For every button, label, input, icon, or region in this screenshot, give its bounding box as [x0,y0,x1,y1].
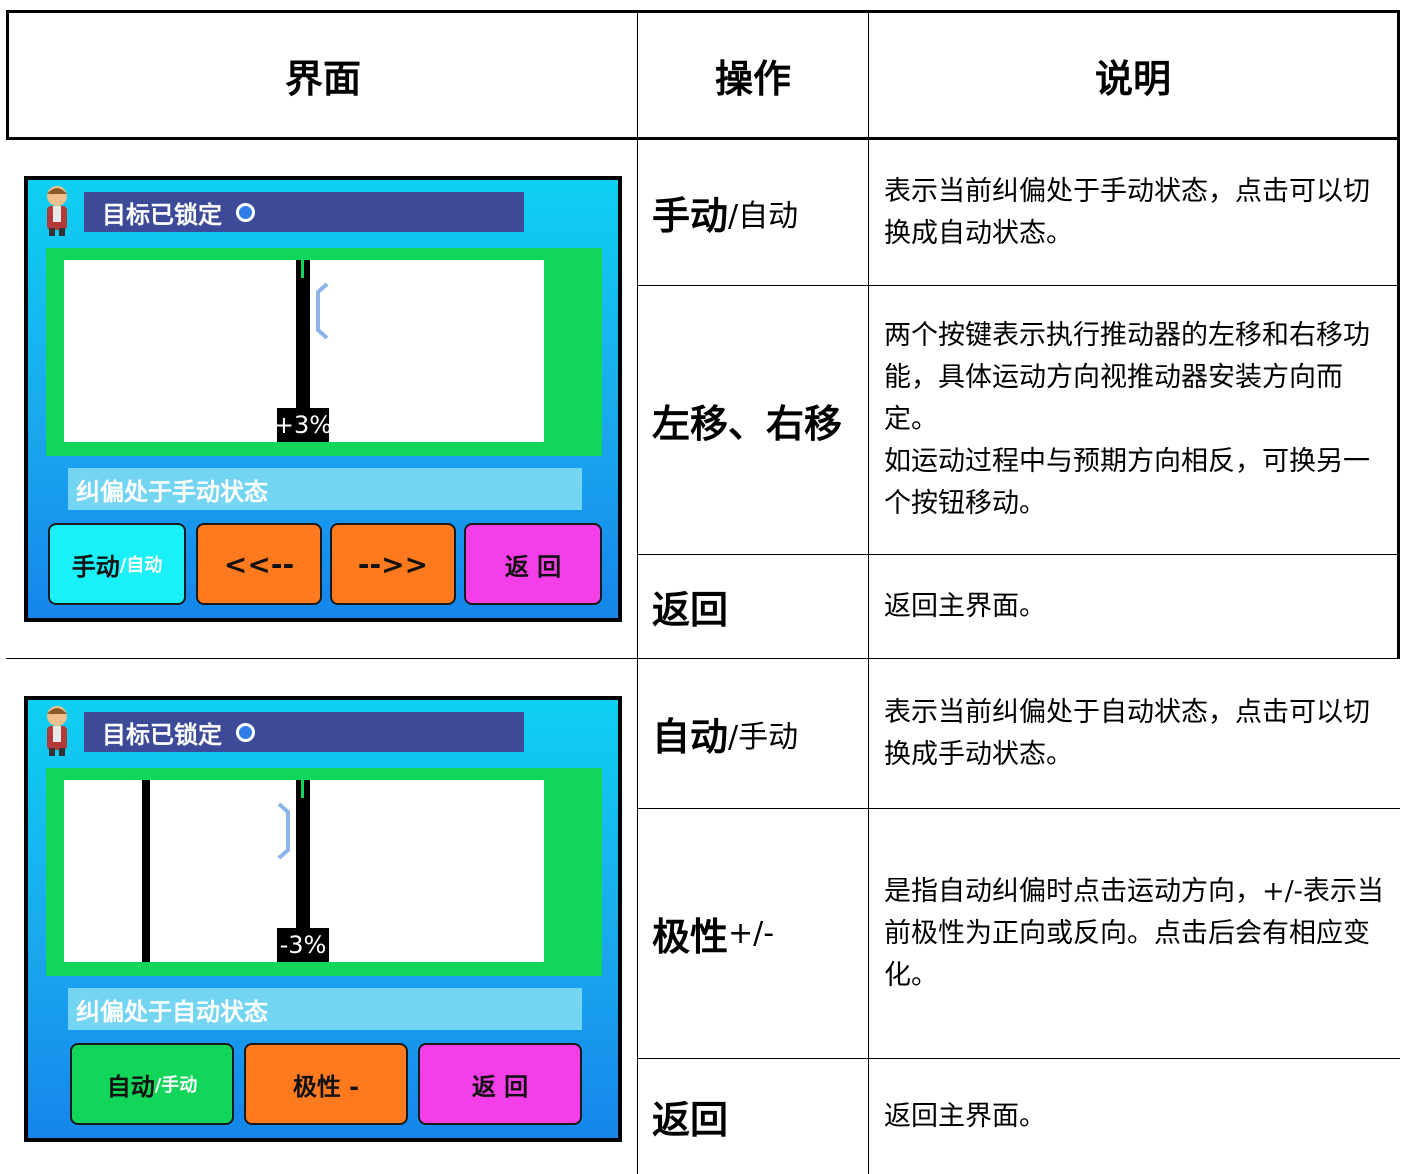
op-polarity: 极性+/- [652,809,774,1058]
desc-text: 表示当前纠偏处于自动状态，点击可以切换成手动状态。 [884,696,1370,770]
table-border-left [6,10,9,140]
desc-polarity: 是指自动纠偏时点击运动方向，+/-表示当前极性为正向或反向。点击后会有相应变化。 [884,819,1390,1048]
offset-percent: -3% [277,928,329,962]
title-bar: 目标已锁定 [84,192,524,232]
desc-text: 返回主界面。 [884,1100,1046,1132]
gauge-plot: -3% [64,780,544,962]
op-return-2: 返回 [652,1059,728,1174]
op-sub: +/- [728,916,775,951]
desc-text: 表示当前纠偏处于手动状态，点击可以切换成自动状态。 [884,175,1370,249]
center-tick [301,260,304,278]
desc-text: 是指自动纠偏时点击运动方向，+/-表示当前极性为正向或反向。点击后会有相应变化。 [884,875,1384,991]
op-manual-auto: 手动/自动 [652,140,798,285]
edge-marker-left-bracket [316,282,329,340]
desc-text: 两个按键表示执行推动器的左移和右移功能，具体运动方向视推动器安装方向而定。 [884,320,1370,435]
title-bar: 目标已锁定 [84,712,524,752]
polarity-button[interactable]: 极性 - [244,1043,408,1125]
row-divider [637,285,1400,286]
op-sub: /自动 [728,198,799,234]
row-divider [637,554,1400,555]
title-text: 目标已锁定 [102,200,222,229]
return-button[interactable]: 返 回 [464,523,602,605]
col-divider-2 [868,10,869,1174]
device-screen-manual: 目标已锁定 +3% 纠偏处于手动状态 手动/自动 <<-- -->> 返 回 [24,176,622,622]
header-description: 说明 [1094,56,1171,101]
gauge-frame: +3% [46,248,602,456]
header-divider [6,137,1400,140]
move-right-button[interactable]: -->> [330,523,456,605]
return-button[interactable]: 返 回 [418,1043,582,1125]
table-border-top [6,10,1400,13]
move-left-button[interactable]: <<-- [196,523,322,605]
row-divider [637,808,1400,809]
status-text: 纠偏处于自动状态 [68,988,582,1030]
desc-left-right: 两个按键表示执行推动器的左移和右移功能，具体运动方向视推动器安装方向而定。 如运… [884,296,1390,544]
offset-percent: +3% [274,408,332,442]
status-text: 纠偏处于手动状态 [68,468,582,510]
mode-main-label: 自动 [106,1072,155,1101]
op-main: 手动 [652,194,729,238]
header-operation: 操作 [714,56,791,101]
center-needle [296,260,310,442]
op-main: 左移、右移 [652,401,843,446]
mode-main-label: 手动 [71,552,120,581]
op-sub: /手动 [728,719,799,755]
desc-text: 如运动过程中与预期方向相反，可换另一个按钮移动。 [884,446,1370,519]
desc-text: 返回主界面。 [884,590,1046,622]
user-avatar-icon [47,706,67,756]
op-main: 返回 [652,1098,729,1142]
section-divider [6,658,1400,659]
col-divider-1 [637,10,638,1174]
gauge-plot: +3% [64,260,544,442]
desc-auto: 表示当前纠偏处于自动状态，点击可以切换成手动状态。 [884,669,1390,798]
mode-sub-label: /自动 [119,555,163,576]
row-divider [637,1058,1400,1059]
device-screen-auto: 目标已锁定 -3% 纠偏处于自动状态 自动/手动 极性 - 返 回 [24,696,622,1142]
edge-marker-right-bracket [277,802,290,860]
desc-manual: 表示当前纠偏处于手动状态，点击可以切换成自动状态。 [884,150,1390,275]
lock-status-indicator [236,722,255,742]
op-main: 极性 [652,915,729,959]
edge-position-line [142,780,150,962]
center-needle [296,780,310,962]
op-left-right: 左移、右移 [652,286,842,554]
header-interface: 界面 [284,56,361,101]
title-text: 目标已锁定 [102,720,222,749]
mode-toggle-button[interactable]: 自动/手动 [70,1043,234,1125]
mode-sub-label: /手动 [154,1075,198,1096]
desc-return-2: 返回主界面。 [884,1069,1390,1164]
op-main: 自动 [652,715,729,759]
center-tick [301,780,304,798]
table-border-right [1397,10,1400,658]
desc-return: 返回主界面。 [884,565,1390,648]
op-return: 返回 [652,555,728,658]
user-avatar-icon [47,186,67,236]
lock-status-indicator [236,202,255,222]
gauge-frame: -3% [46,768,602,976]
op-auto-manual: 自动/手动 [652,659,798,808]
mode-toggle-button[interactable]: 手动/自动 [48,523,186,605]
op-main: 返回 [652,588,729,632]
